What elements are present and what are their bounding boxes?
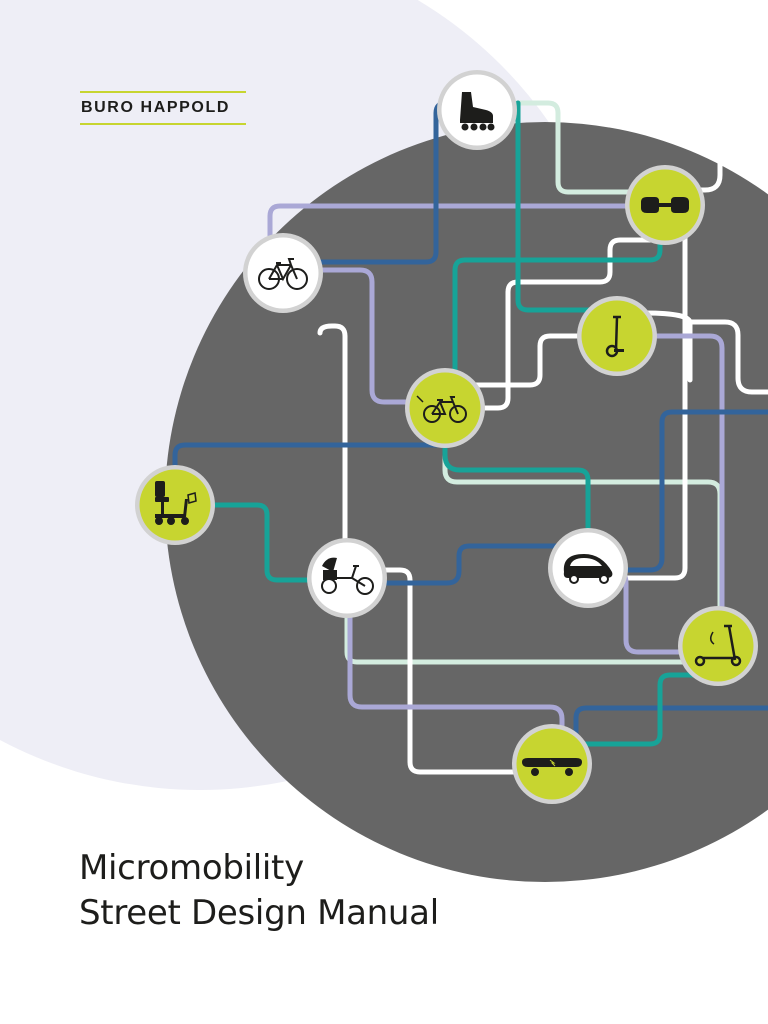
bicycle-icon: [258, 258, 308, 290]
e-scooter-icon: [694, 624, 742, 667]
logo-bottom-rule: [80, 123, 246, 125]
buro-happold-logo: BURO HAPPOLD: [80, 91, 246, 125]
segway-node: [577, 296, 657, 376]
bicycle-node: [243, 233, 323, 313]
roller-skate-icon: [460, 92, 495, 131]
velomobile-icon: [563, 554, 613, 584]
segway-icon: [605, 315, 624, 358]
electric-skateboard-node: [512, 724, 592, 804]
document-title: Micromobility Street Design Manual: [79, 846, 439, 936]
title-line-1: Micromobility: [79, 848, 304, 888]
hoverboard-node: [625, 165, 705, 245]
velomobile-node: [548, 528, 628, 608]
logo-top-rule: [80, 91, 246, 93]
electric-skateboard-icon: [522, 758, 582, 776]
roller-skate-node: [437, 70, 517, 150]
mode-nodes: [135, 70, 758, 804]
e-bike-node: [405, 368, 485, 448]
mobility-scooter-icon: [155, 481, 197, 525]
title-line-2: Street Design Manual: [79, 893, 439, 933]
e-bike-icon: [416, 395, 467, 423]
logo-wordmark: BURO HAPPOLD: [81, 99, 230, 116]
e-scooter-node: [678, 606, 758, 686]
hoverboard-icon: [641, 197, 689, 213]
pedicab-node: [307, 538, 387, 618]
mobility-scooter-node: [135, 465, 215, 545]
pedicab-icon: [321, 557, 374, 595]
